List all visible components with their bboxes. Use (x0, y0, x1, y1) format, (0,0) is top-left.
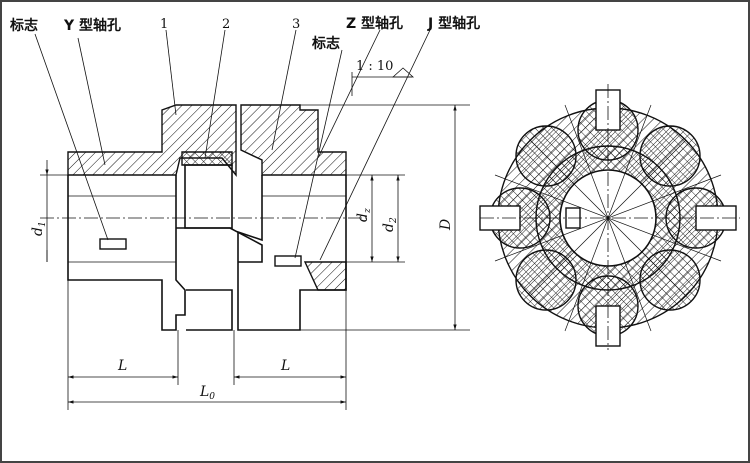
dim-d2: d2 (381, 217, 399, 232)
jaw-slot-lower (186, 289, 233, 331)
right-hub-lower (237, 175, 347, 331)
dim-L-right: L (280, 358, 290, 374)
spider-element (181, 151, 233, 166)
center-step (176, 227, 263, 263)
left-hub-lower (67, 175, 186, 331)
dim-L0: L0 (199, 384, 215, 402)
label-y-bore: Y 型轴孔 (63, 17, 121, 34)
label-j-bore: J 型轴孔 (427, 15, 480, 32)
label-part-3: 3 (292, 17, 300, 32)
label-part-2: 2 (222, 17, 230, 32)
dim-L-left: L (117, 358, 127, 374)
end-view (479, 84, 740, 350)
dim-d1: d1 (30, 221, 48, 236)
dim-dz: dz (355, 208, 373, 222)
label-part-1: 1 (160, 17, 168, 32)
left-key-mark (99, 238, 127, 250)
dim-D: D (438, 219, 454, 231)
right-hub-taper (303, 261, 347, 291)
label-taper: 1 : 10 (356, 59, 393, 74)
jaw-slot (184, 164, 233, 229)
right-hub-upper (240, 104, 347, 176)
label-mark-left: 标志 (9, 17, 38, 34)
dimensions (40, 67, 470, 410)
label-mark-right: 标志 (311, 35, 340, 52)
right-key-mark (274, 255, 302, 267)
section-view (40, 104, 370, 331)
leader-lines (34, 29, 431, 261)
label-z-bore: Z 型轴孔 (346, 15, 403, 32)
